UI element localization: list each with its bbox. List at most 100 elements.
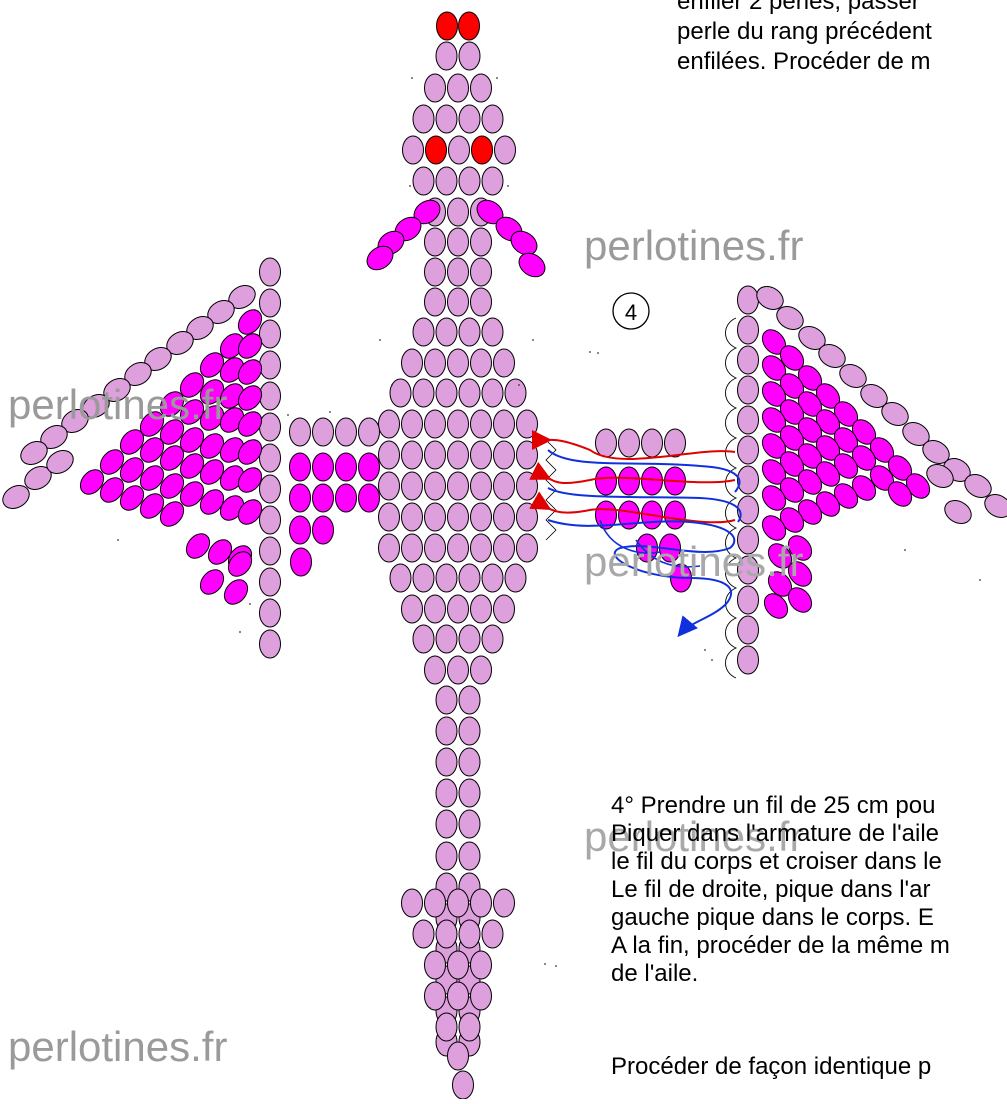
pink-bead xyxy=(412,104,435,134)
pink-bead xyxy=(470,287,492,317)
pink-bead xyxy=(493,594,515,624)
pink-bead xyxy=(737,645,759,675)
step-number: 4 xyxy=(625,300,637,325)
pink-bead xyxy=(401,502,423,532)
pink-bead xyxy=(984,494,1007,518)
magenta-bead xyxy=(312,452,334,482)
eye-bead xyxy=(425,135,447,165)
magenta-bead xyxy=(887,481,913,507)
magenta-bead xyxy=(358,452,380,482)
pink-bead xyxy=(424,981,446,1011)
pink-bead xyxy=(435,747,458,777)
pink-bead xyxy=(756,286,784,310)
pink-bead xyxy=(458,624,481,654)
magenta-bead xyxy=(99,477,125,503)
magenta-bead xyxy=(664,500,686,530)
pink-bead xyxy=(470,440,492,470)
pink-bead xyxy=(458,919,481,949)
magenta-bead xyxy=(510,230,538,256)
pink-bead xyxy=(424,287,446,317)
pink-bead xyxy=(424,655,446,685)
pink-bead xyxy=(259,536,281,566)
pink-bead xyxy=(412,624,435,654)
eye-bead xyxy=(458,11,480,41)
pink-bead xyxy=(378,533,400,563)
magenta-bead xyxy=(237,499,263,525)
pink-bead xyxy=(378,409,400,439)
watermark-top: perlotines.fr xyxy=(584,222,804,269)
pink-bead xyxy=(776,306,804,330)
pink-bead xyxy=(458,747,481,777)
magenta-bead xyxy=(787,535,813,561)
pink-bead xyxy=(737,495,759,525)
magenta-bead xyxy=(618,500,640,530)
pink-bead xyxy=(447,533,469,563)
pink-bead xyxy=(470,257,492,287)
bottom-instruction-line-7: de l'aile. xyxy=(611,960,699,987)
pink-bead xyxy=(458,809,481,839)
pink-bead xyxy=(435,809,458,839)
pink-bead xyxy=(504,563,527,593)
bottom-instruction-line-4: Le fil de droite, pique dans l'ar xyxy=(611,876,931,903)
pink-bead xyxy=(470,502,492,532)
pink-bead xyxy=(737,345,759,375)
magenta-bead xyxy=(119,429,145,455)
pink-bead xyxy=(737,375,759,405)
eye-bead xyxy=(436,11,458,41)
pink-bead xyxy=(435,778,458,808)
magenta-bead xyxy=(237,385,263,411)
pink-bead xyxy=(470,888,492,918)
pink-bead xyxy=(470,73,492,103)
magenta-bead xyxy=(335,452,357,482)
pink-bead xyxy=(470,409,492,439)
magenta-bead xyxy=(767,543,793,569)
pink-bead xyxy=(435,563,458,593)
magenta-bead xyxy=(99,449,125,475)
magenta-bead xyxy=(237,333,263,359)
pink-bead xyxy=(435,317,458,347)
magenta-bead xyxy=(237,439,263,465)
magenta-bead xyxy=(179,399,205,425)
pink-bead xyxy=(737,555,759,585)
pink-bead xyxy=(458,778,481,808)
pink-bead xyxy=(458,166,481,196)
pink-bead xyxy=(516,502,538,532)
pink-bead xyxy=(494,135,516,165)
pink-bead xyxy=(447,348,469,378)
pink-bead xyxy=(470,533,492,563)
pink-bead xyxy=(737,525,759,555)
pink-bead xyxy=(737,465,759,495)
pink-bead xyxy=(259,567,281,597)
pink-bead xyxy=(641,428,663,458)
pink-bead xyxy=(424,73,446,103)
pink-bead xyxy=(435,716,458,746)
magenta-bead xyxy=(199,405,225,431)
magenta-bead xyxy=(290,547,312,577)
magenta-bead xyxy=(289,515,311,545)
pink-bead xyxy=(447,655,469,685)
pink-bead xyxy=(378,440,400,470)
bottom-instruction-line-5: gauche pique dans le corps. E xyxy=(611,904,934,931)
pink-bead xyxy=(424,257,446,287)
pink-bead xyxy=(944,500,972,524)
magenta-bead xyxy=(595,466,617,496)
pink-bead xyxy=(447,197,469,227)
pink-bead xyxy=(481,317,504,347)
pink-bead xyxy=(424,594,446,624)
pink-bead xyxy=(259,443,281,473)
pink-bead xyxy=(424,888,446,918)
magenta-bead xyxy=(159,419,185,445)
pink-bead xyxy=(458,378,481,408)
magenta-bead xyxy=(289,483,311,513)
magenta-bead xyxy=(237,467,263,493)
pink-bead xyxy=(458,685,481,715)
pink-bead xyxy=(470,348,492,378)
pink-bead xyxy=(389,563,412,593)
step-marker: 4 xyxy=(612,292,650,330)
magenta-bead xyxy=(119,457,145,483)
pink-bead xyxy=(424,348,446,378)
magenta-bead xyxy=(787,587,813,613)
magenta-bead xyxy=(159,501,185,527)
magenta-bead xyxy=(199,569,225,595)
pink-bead xyxy=(401,533,423,563)
